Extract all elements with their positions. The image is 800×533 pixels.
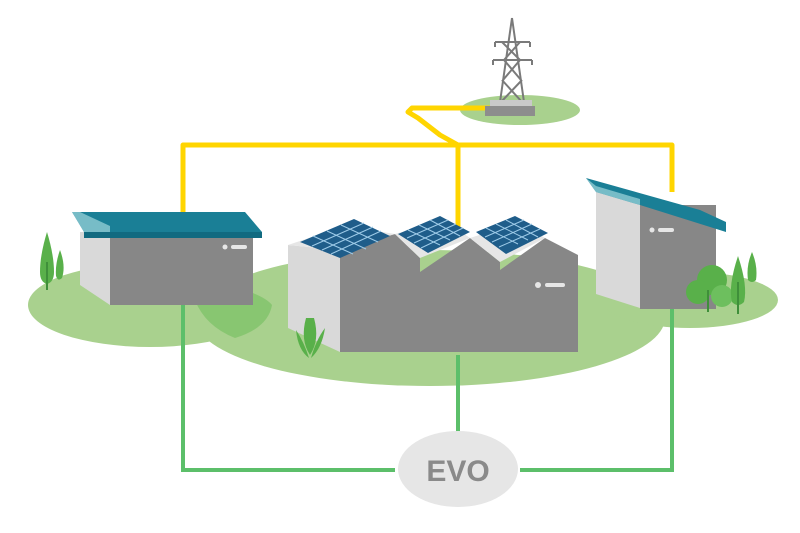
transmission-tower-icon [492, 17, 533, 103]
evo-hub[interactable] [398, 431, 518, 507]
tree-icon [296, 318, 325, 358]
tree-icon [40, 232, 64, 290]
solar-panel-icon [476, 216, 548, 254]
evo-hub-label: EVO [426, 455, 489, 488]
tower-base-top [490, 100, 532, 106]
tree-icon [730, 256, 746, 314]
tree-icon [686, 265, 733, 312]
power-line-main [180, 142, 675, 212]
tree-icon [747, 252, 757, 282]
solar-panel-icon [300, 219, 390, 258]
tower-base [485, 106, 535, 116]
data-line-left [181, 300, 395, 472]
data-line-network [181, 300, 674, 472]
data-line-right [520, 300, 674, 472]
left-building-icon [72, 212, 262, 305]
power-line-tower [405, 105, 461, 230]
solar-panel-icon [398, 216, 470, 253]
